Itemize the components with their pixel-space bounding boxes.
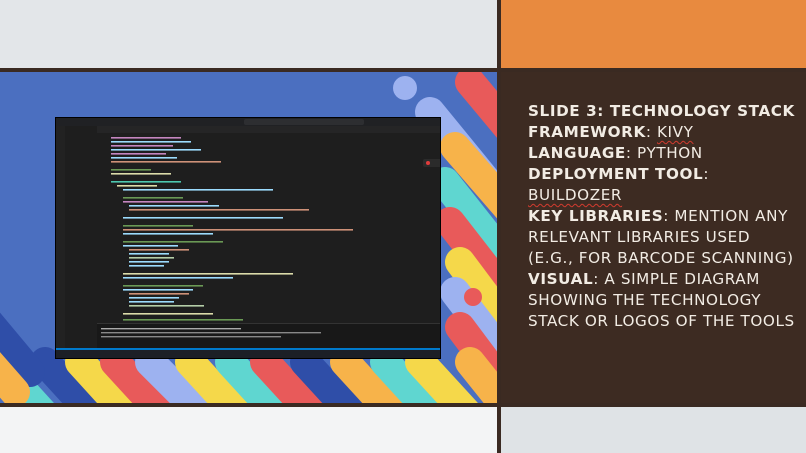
top-right-accent-panel: [501, 0, 806, 68]
bottom-left-panel: [0, 407, 497, 453]
editor-activity-bar: [56, 126, 65, 348]
bottom-right-panel: [501, 407, 806, 453]
top-divider: [0, 68, 806, 72]
os-taskbar: [56, 350, 440, 358]
record-dot-icon: [426, 161, 430, 165]
editor-explorer-pane: [65, 126, 97, 348]
editor-status-bar: [56, 348, 440, 350]
language-item: Language: Python: [528, 144, 703, 162]
visual-label: Visual: [528, 270, 594, 288]
embedded-editor-screenshot: [56, 118, 440, 358]
framework-label: Framework: [528, 123, 646, 141]
libraries-value: Mention any relevant libraries used (e.g…: [528, 207, 794, 267]
taskbar-icons-graphic: [56, 357, 440, 358]
slide-text-block: Slide 3: Technology Stack Framework: Kiv…: [528, 101, 800, 332]
libraries-item: Key Libraries: Mention any relevant libr…: [528, 207, 794, 267]
slide-text-panel: Slide 3: Technology Stack Framework: Kiv…: [501, 72, 806, 403]
editor-tab-strip: [97, 126, 440, 133]
bottom-divider: [0, 403, 806, 407]
editor-command-center: [244, 119, 364, 125]
decorative-stripes: [0, 72, 497, 403]
code-lines-graphic: [99, 133, 353, 323]
visual-value: A simple diagram showing the technology …: [528, 270, 795, 330]
top-left-panel: [0, 0, 497, 68]
libraries-label: Key Libraries: [528, 207, 664, 225]
language-label: Language: [528, 144, 626, 162]
terminal-lines-graphic: [101, 328, 321, 338]
language-value: Python: [637, 144, 703, 162]
deployment-value: Buildozer: [528, 186, 623, 204]
vertical-divider: [497, 0, 501, 453]
framework-item: Framework: Kivy: [528, 123, 694, 141]
editor-code-area: [97, 133, 440, 323]
deployment-item: Deployment Tool: Buildozer: [528, 165, 710, 204]
visual-item: Visual: A simple diagram showing the tec…: [528, 270, 795, 330]
editor-terminal-panel: [97, 323, 440, 349]
deployment-label: Deployment Tool: [528, 165, 704, 183]
recording-indicator: [423, 159, 440, 167]
framework-value: Kivy: [657, 123, 694, 141]
slide-heading: Slide 3: Technology Stack: [528, 102, 795, 120]
